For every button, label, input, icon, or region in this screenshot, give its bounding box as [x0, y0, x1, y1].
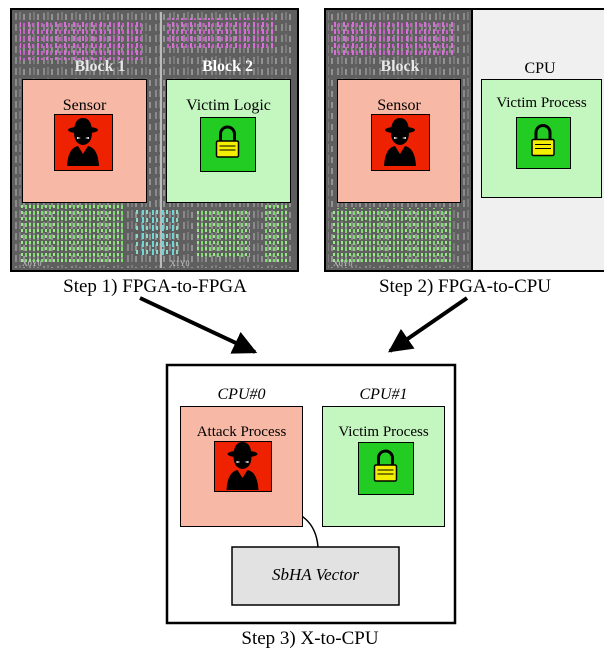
step2-victim-label: Victim Process	[496, 95, 587, 111]
cpu1-title: CPU#1	[359, 386, 408, 403]
step1-attacker-square	[54, 114, 113, 171]
step2-sensor-label: Sensor	[377, 97, 421, 114]
spy-icon	[67, 118, 99, 166]
step1-fabric-corner-left: X0Y0	[22, 259, 42, 268]
sbha-vector-box	[231, 546, 400, 606]
padlock-icon	[215, 125, 240, 159]
step2-victim-box	[481, 79, 602, 198]
attack-process-label: Attack Process	[196, 424, 287, 440]
padlock-icon	[373, 449, 398, 483]
attack-spy-square	[214, 441, 272, 492]
spy-icon	[226, 442, 259, 490]
step1-caption: Step 1) FPGA-to-FPGA	[63, 276, 247, 297]
victim-process-label: Victim Process	[338, 424, 429, 440]
victim-lock-square	[358, 442, 414, 495]
step3-caption: Step 3) X-to-CPU	[241, 628, 379, 649]
arrow-step2-to-step3	[388, 296, 469, 353]
step1-lock-square	[200, 117, 256, 172]
step2-cpu-title: CPU	[524, 60, 556, 77]
step2-lock-square	[516, 117, 571, 169]
step2-fabric-corner: X0Y0	[333, 259, 353, 268]
step1-fabric-corner-right: X1Y0	[170, 259, 190, 268]
arrow-step1-to-step3	[139, 296, 258, 354]
step2-attacker-square	[371, 114, 430, 171]
cpu0-title: CPU#0	[217, 386, 266, 403]
step2-caption: Step 2) FPGA-to-CPU	[378, 276, 552, 297]
spy-icon	[384, 118, 416, 166]
step2-block-title: Block	[380, 58, 420, 75]
padlock-icon	[530, 124, 556, 157]
step1-sensor-label: Sensor	[62, 97, 107, 114]
step1-block-right-title: Block 2	[201, 58, 254, 75]
sbha-vector-label: SbHA Vector	[271, 565, 360, 584]
step1-block-left-title: Block 1	[74, 58, 126, 75]
step1-victim-label: Victim Logic	[186, 97, 271, 114]
